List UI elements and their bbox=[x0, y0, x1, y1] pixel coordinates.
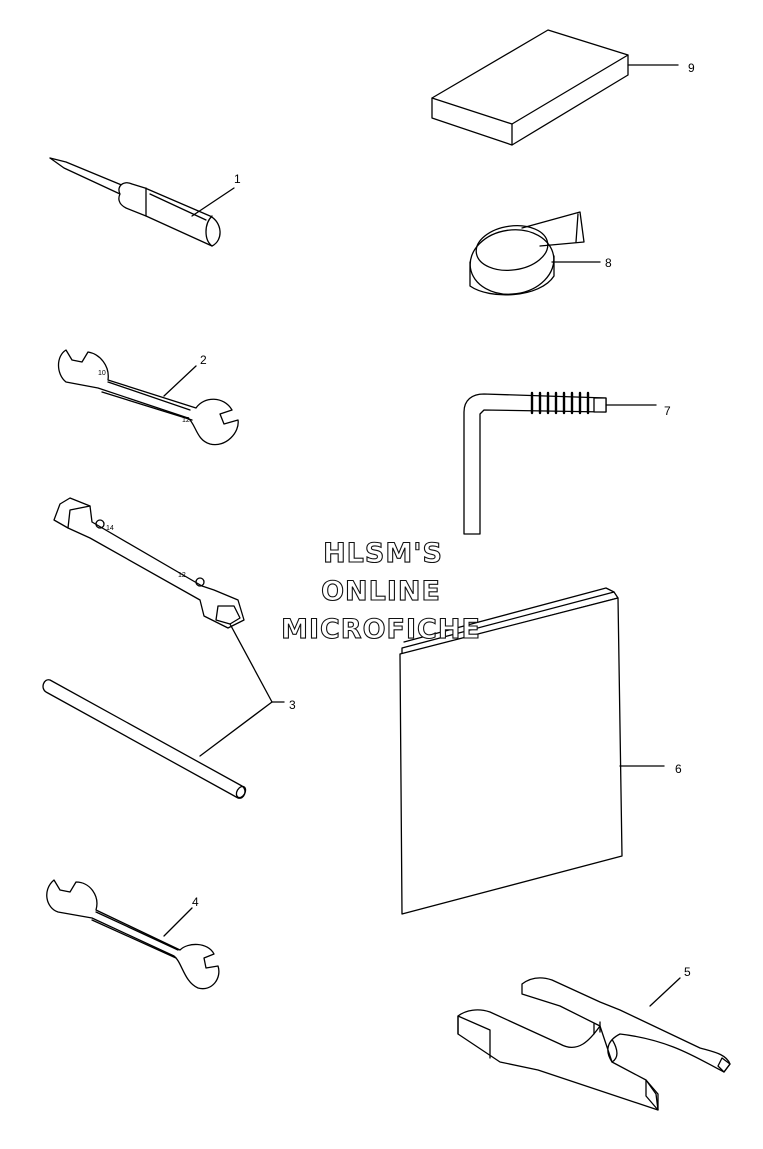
callout-9: 9 bbox=[688, 61, 695, 75]
leader-2 bbox=[163, 365, 197, 397]
callout-8: 8 bbox=[605, 256, 612, 270]
part-7-hex-key bbox=[463, 391, 607, 535]
callout-7: 7 bbox=[664, 404, 671, 418]
callout-3: 3 bbox=[289, 698, 296, 712]
svg-text:14: 14 bbox=[106, 525, 114, 532]
part-2-wrench: 10 12 bbox=[57, 349, 239, 446]
part-6-manual bbox=[399, 587, 623, 915]
callout-6: 6 bbox=[675, 762, 682, 776]
watermark-line-1: HLSM'S bbox=[323, 538, 443, 569]
watermark-line-2: ONLINE bbox=[321, 576, 441, 607]
part-3-box-wrench: 14 12 bbox=[53, 497, 245, 629]
leader-3b bbox=[199, 701, 273, 757]
callout-4: 4 bbox=[192, 895, 199, 909]
watermark-line-3: MICROFICHE bbox=[281, 614, 481, 645]
callout-2: 2 bbox=[200, 353, 207, 367]
part-8-strap bbox=[469, 211, 585, 296]
leader-4 bbox=[163, 907, 193, 937]
part-1-screwdriver bbox=[49, 157, 221, 247]
svg-text:10: 10 bbox=[98, 370, 106, 377]
part-9-pad bbox=[431, 29, 629, 146]
callout-5: 5 bbox=[684, 965, 691, 979]
part-3-tommy-bar bbox=[42, 679, 247, 799]
part-5-holder bbox=[457, 977, 731, 1111]
leader-5 bbox=[649, 977, 681, 1007]
callout-1: 1 bbox=[234, 172, 241, 186]
part-4-wrench bbox=[46, 879, 220, 990]
svg-text:12: 12 bbox=[178, 572, 186, 579]
leader-1 bbox=[191, 187, 235, 217]
leader-3a bbox=[229, 623, 273, 703]
svg-text:12: 12 bbox=[182, 417, 190, 424]
